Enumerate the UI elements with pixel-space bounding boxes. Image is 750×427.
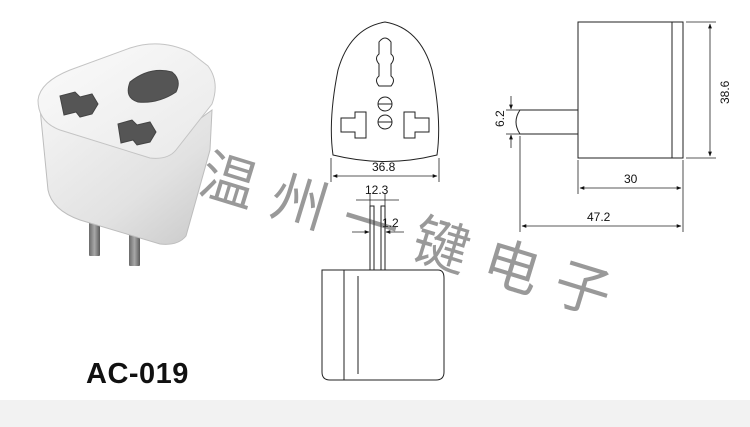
side-view bbox=[515, 21, 684, 159]
body-depth-label: 30 bbox=[624, 172, 638, 186]
pin-thickness-label: 1.2 bbox=[382, 216, 399, 230]
bottom-view bbox=[321, 205, 445, 381]
bottom-band bbox=[0, 400, 750, 427]
front-width-dimension bbox=[330, 158, 440, 182]
plug-pin-left bbox=[89, 222, 100, 256]
pin-spacing-dimension bbox=[356, 194, 399, 206]
front-view bbox=[330, 21, 440, 162]
body-height-label: 38.6 bbox=[718, 80, 732, 104]
model-number: AC-019 bbox=[86, 358, 189, 390]
product-photo bbox=[37, 43, 216, 266]
front-width-label: 36.8 bbox=[372, 160, 396, 174]
pin-spacing-label: 12.3 bbox=[365, 183, 389, 197]
socket-holes-icon bbox=[59, 69, 179, 146]
plug-pin-right bbox=[129, 232, 140, 266]
overall-length-label: 47.2 bbox=[587, 210, 611, 224]
side-dimensions bbox=[506, 21, 716, 232]
pin-diameter-label: 6.2 bbox=[493, 110, 507, 127]
